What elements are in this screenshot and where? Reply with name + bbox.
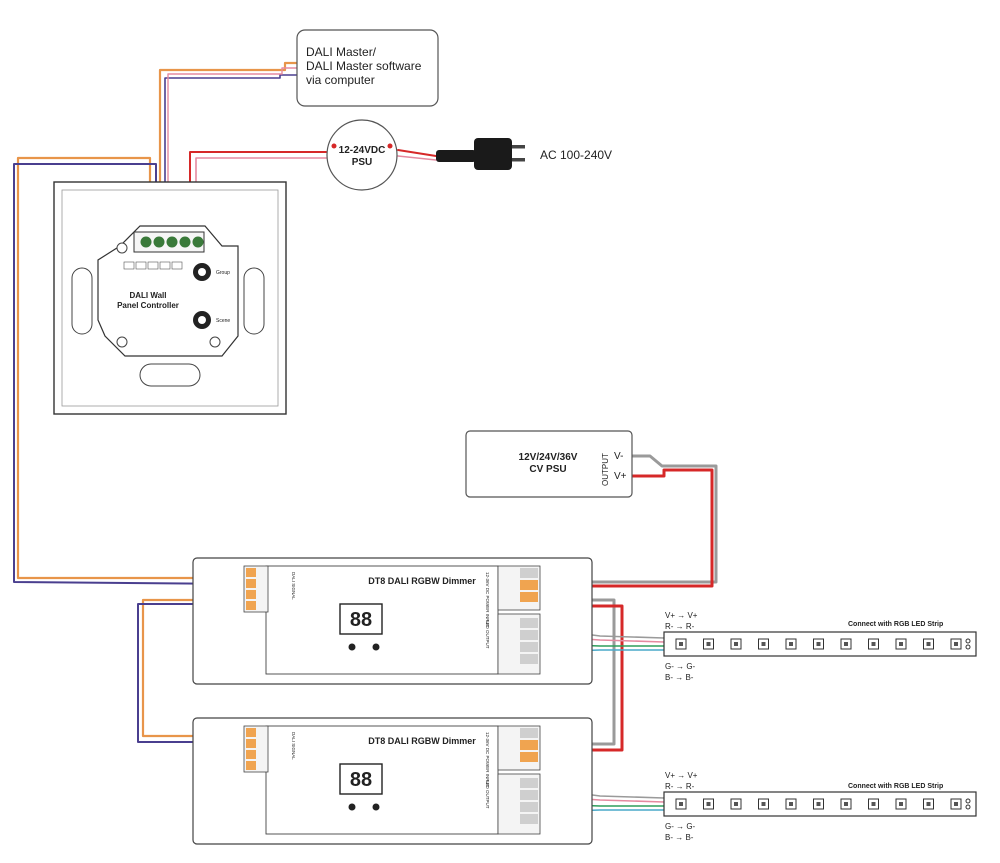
dimmer2-dali-label: DALI SIGNAL: [291, 732, 296, 760]
strip2-map-g: G- → G-: [665, 822, 696, 831]
dimmer1-display: 88: [350, 609, 372, 631]
knob-group-label: Group: [216, 270, 230, 276]
strip-end-pad: [965, 644, 971, 650]
strip1-led-chips: [675, 638, 971, 650]
dali-master-line2: DALI Master software: [306, 59, 422, 73]
led-chip-core: [761, 642, 766, 646]
led-chip-core: [679, 642, 683, 646]
ac-input-label: AC 100-240V: [540, 148, 612, 162]
led-chip-core: [734, 642, 738, 646]
dimmer1-power-label: 12-36V DC POWER INPUT: [485, 572, 490, 628]
led-chip-core: [706, 802, 711, 806]
cv-psu-line1: 12V/24V/36V: [519, 452, 578, 463]
led-chip-core: [899, 802, 903, 806]
psu-small-line2: PSU: [352, 157, 373, 168]
dali-master-wire-orange: [158, 61, 302, 212]
led-chip-core: [926, 642, 931, 646]
dimmer1-title: DT8 DALI RGBW Dimmer: [368, 576, 476, 586]
cvpsu-vplus-red: [538, 468, 714, 588]
led-chip-core: [844, 802, 848, 806]
strip2-led-chips: [675, 798, 971, 810]
psu-ac-wire-2: [397, 155, 437, 161]
scene-knob-icon: Scene: [193, 311, 230, 329]
psu-ac-wire: [397, 149, 437, 157]
led-chip-core: [844, 642, 848, 646]
strip1-label: Connect with RGB LED Strip: [848, 621, 943, 628]
dali-chain-purple: [137, 603, 246, 743]
dali-master-line3: via computer: [306, 73, 375, 87]
led-chip-core: [734, 802, 738, 806]
led-chip-core: [789, 642, 793, 646]
dali-master-wire-blue: [164, 74, 301, 211]
led-strip-2: V+ → V+ R- → R- Connect with RGB LED Str…: [663, 771, 977, 842]
psu-small-line1: 12-24VDC: [339, 145, 386, 156]
strip2-label: Connect with RGB LED Strip: [848, 783, 943, 790]
dimmer2-title: DT8 DALI RGBW Dimmer: [368, 736, 476, 746]
dimmer2-power-label: 12-36V DC POWER INPUT: [485, 732, 490, 788]
strip1-map-g: G- → G-: [665, 662, 696, 671]
dimmer2-button-icon[interactable]: [348, 803, 356, 811]
strip-end-pad: [965, 638, 971, 644]
psu-terminal-dot: [331, 143, 337, 149]
led-chip-core: [899, 642, 903, 646]
dimmer1-dali-label: DALI SIGNAL: [291, 572, 296, 600]
dimmer2-button-icon[interactable]: [372, 803, 380, 811]
led-strip-1: V+ → V+ R- → R- Connect with RGB LED Str…: [663, 611, 977, 682]
dimmer1-output-label: LED OUTPUT: [485, 620, 490, 649]
ac-plug-icon: AC 100-240V: [436, 138, 612, 170]
cv-psu-line2: CV PSU: [529, 464, 566, 475]
dali-master-line1: DALI Master/: [306, 45, 377, 59]
strip2-map-b: B- → B-: [665, 833, 694, 842]
strip1-map-r: R- → R-: [665, 622, 695, 631]
led-chip-core: [706, 642, 711, 646]
strip2-map-vplus: V+ → V+: [665, 771, 698, 780]
led-chip-core: [816, 642, 821, 646]
panel-name-line1: DALI Wall: [129, 291, 166, 300]
led-chip-core: [926, 802, 931, 806]
cv-psu-vminus: V-: [614, 451, 623, 462]
dali-master-box: DALI Master/ DALI Master software via co…: [296, 29, 439, 107]
panel-name-line2: Panel Controller: [117, 301, 179, 310]
led-chip-core: [871, 642, 876, 646]
psu-terminal-dot: [387, 143, 393, 149]
cv-psu: 12V/24V/36V CV PSU OUTPUT V- V+: [465, 430, 633, 498]
led-chip-core: [761, 802, 766, 806]
led-chip-core: [954, 802, 958, 806]
strip-end-pad: [965, 804, 971, 810]
strip2-map-r: R- → R-: [665, 782, 695, 791]
dimmer2-display: 88: [350, 769, 372, 791]
strip-end-pad: [965, 798, 971, 804]
knob-scene-label: Scene: [216, 318, 230, 324]
panel-terminal-screws: [140, 236, 204, 248]
led-chip-core: [816, 802, 821, 806]
led-chip-core: [679, 802, 683, 806]
dali-bus-orange: [16, 156, 247, 580]
group-knob-icon: Group: [193, 263, 230, 281]
small-psu: 12-24VDC PSU: [326, 119, 398, 191]
dimmer-1: DALI SIGNAL 12-36V DC POWER INPUT LED OU…: [192, 557, 593, 685]
led-chip-core: [871, 802, 876, 806]
cv-psu-vplus: V+: [614, 471, 627, 482]
led-chip-core: [954, 642, 958, 646]
dimmer2-output-label: LED OUTPUT: [485, 780, 490, 809]
strip1-map-vplus: V+ → V+: [665, 611, 698, 620]
dimmer1-button-icon[interactable]: [372, 643, 380, 651]
dimmer-2: DALI SIGNAL 12-36V DC POWER INPUT LED OU…: [192, 717, 593, 845]
dali-bus-purple: [13, 163, 246, 585]
cv-psu-output-label: OUTPUT: [601, 453, 610, 486]
dali-master-wire-pink: [167, 67, 301, 211]
strip1-map-b: B- → B-: [665, 673, 694, 682]
led-chip-core: [789, 802, 793, 806]
cvpsu-vminus-gray: [538, 454, 718, 584]
dali-wall-panel: Group Scene DALI Wall Panel Controller: [53, 181, 287, 415]
dimmer1-button-icon[interactable]: [348, 643, 356, 651]
